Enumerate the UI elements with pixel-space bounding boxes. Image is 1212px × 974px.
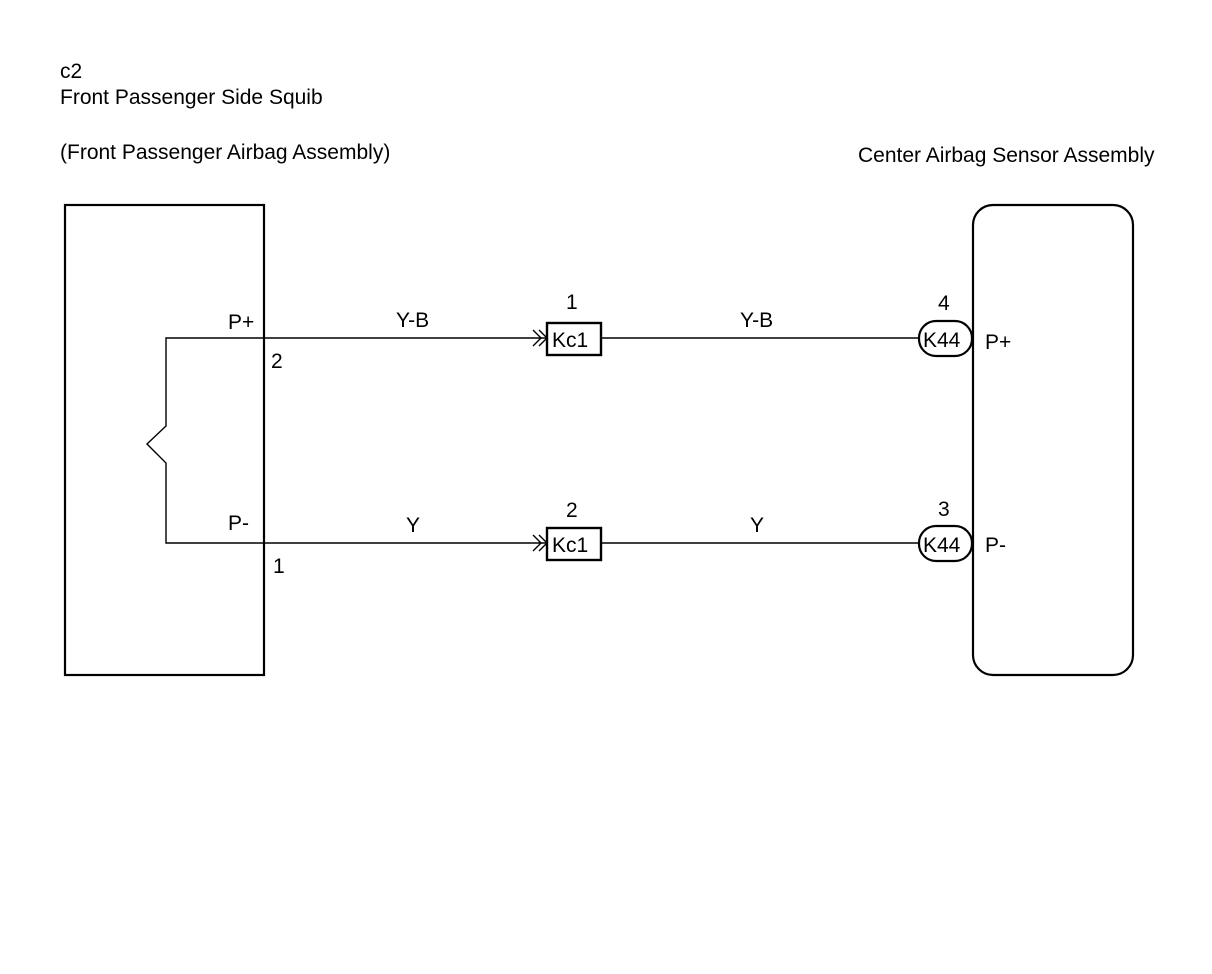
wire-color-2-right: Y (750, 514, 764, 537)
sensor-connector-p-minus-label: K44 (923, 534, 961, 557)
sensor-connector-p-plus (917, 319, 974, 358)
sensor-terminal-p-minus-pin: 3 (938, 498, 950, 521)
sensor-terminal-p-plus-label: P+ (985, 331, 1011, 354)
squib-terminal-p-plus-pin: 2 (271, 350, 283, 373)
junction-pin-2: 2 (566, 499, 578, 522)
junction-connector-2 (545, 526, 603, 562)
component-assembly: (Front Passenger Airbag Assembly) (60, 141, 390, 164)
squib-terminal-p-plus-label: P+ (228, 311, 254, 334)
sensor-connector-p-plus-label: K44 (923, 329, 961, 352)
sensor-terminal-p-plus-pin: 4 (938, 292, 950, 315)
squib-box (63, 203, 266, 677)
squib-element (145, 337, 264, 544)
component-code: c2 (60, 60, 82, 83)
wire-color-1-right: Y-B (740, 309, 773, 332)
squib-terminal-p-minus-pin: 1 (273, 555, 285, 578)
sensor-connector-p-minus (917, 524, 974, 563)
junction-connector-2-label: Kc1 (552, 534, 588, 557)
junction-pin-1: 1 (566, 291, 578, 314)
component-name: Front Passenger Side Squib (60, 86, 323, 109)
wire-color-1-left: Y-B (396, 309, 429, 332)
junction-connector-1-label: Kc1 (552, 329, 588, 352)
sensor-assembly-name: Center Airbag Sensor Assembly (858, 144, 1155, 167)
junction-connector-1 (545, 321, 603, 357)
wire-color-2-left: Y (406, 514, 420, 537)
squib-terminal-p-minus-label: P- (228, 512, 249, 535)
sensor-terminal-p-minus-label: P- (985, 534, 1006, 557)
sensor-box (971, 203, 1135, 677)
